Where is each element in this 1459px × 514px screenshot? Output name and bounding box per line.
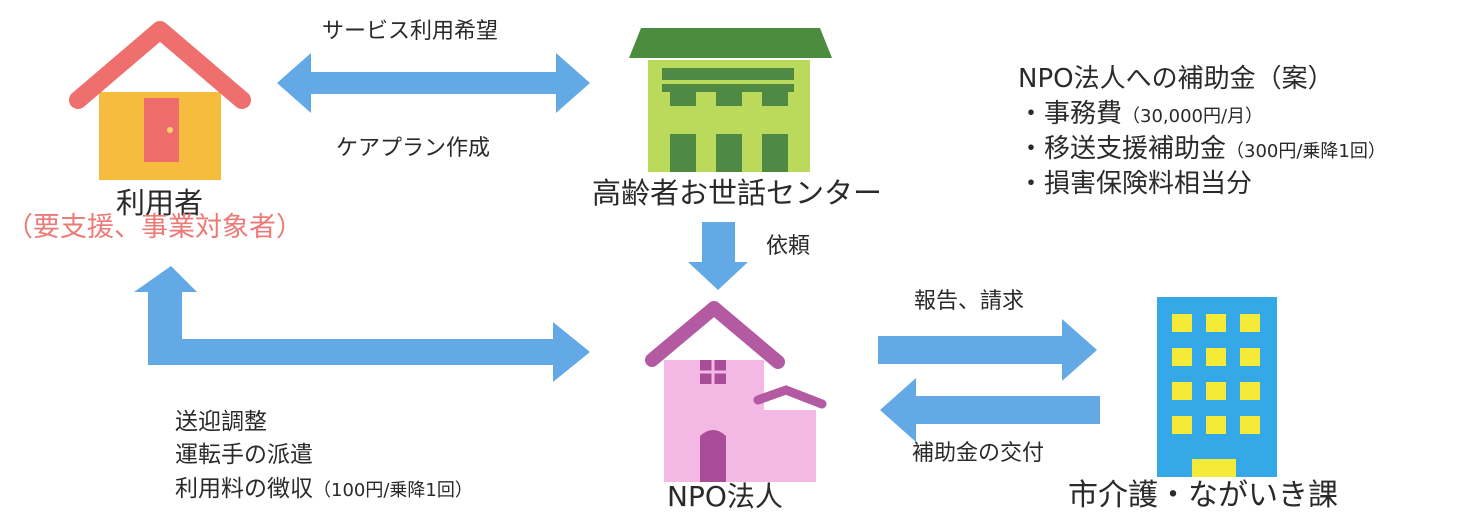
subsidy-item-note: （30,000円/月） — [1122, 106, 1264, 128]
office-window — [1240, 416, 1260, 434]
office-window — [1172, 382, 1192, 400]
edge-label-report-claim: 報告、請求 — [914, 289, 1025, 314]
npo-service-item: 送迎調整 — [175, 409, 267, 435]
npo-services-list: 送迎調整 運転手の派遣 利用料の徴収（100円/乗降1回） — [175, 406, 473, 506]
subsidy-item: ・損害保険料相当分 — [1018, 167, 1386, 202]
npo-label: NPO法人 — [667, 480, 783, 513]
city-office-building-icon — [1157, 297, 1277, 477]
subsidy-item: ・事務費（30,000円/月） — [1018, 97, 1386, 132]
arrow-center-npo — [688, 222, 748, 290]
subsidy-title: NPO法人への補助金（案） — [1018, 64, 1334, 94]
subsidy-item-text: ・事務費 — [1018, 99, 1123, 130]
city-label: 市介護・ながいき課 — [1068, 478, 1338, 513]
office-window — [1206, 382, 1226, 400]
user-label: 利用者 — [116, 186, 204, 220]
subsidy-item-text: ・損害保険料相当分 — [1018, 169, 1253, 200]
npo-service-text: 利用料の徴収 — [175, 475, 313, 502]
npo-service-item: 運転手の派遣 — [175, 442, 313, 469]
edge-label-request: 依頼 — [766, 234, 811, 259]
office-window — [1172, 314, 1192, 332]
office-window — [1206, 416, 1226, 434]
user-sublabel: （要支援、事業対象者） — [6, 212, 303, 243]
office-window — [1206, 314, 1226, 332]
arrow-city-npo — [880, 378, 1100, 442]
center-building-icon — [629, 28, 832, 172]
arrow-npo-city — [878, 319, 1097, 381]
office-window — [1172, 348, 1192, 366]
npo-service-note: （100円/乗降1回） — [313, 479, 473, 501]
center-label: 高齢者お世話センター — [592, 176, 883, 210]
subsidy-item-text: ・移送支援補助金 — [1018, 134, 1227, 165]
arrow-user-npo — [134, 266, 590, 382]
arrow-user-center — [277, 53, 590, 113]
subsidy-item-note: （300円/乗降1回） — [1226, 141, 1386, 163]
subsidy-note: NPO法人への補助金（案） ・事務費（30,000円/月） ・移送支援補助金（3… — [1018, 62, 1386, 202]
office-window — [1240, 348, 1260, 366]
office-window — [1206, 348, 1226, 366]
office-window — [1172, 416, 1192, 434]
npo-house-icon — [645, 301, 827, 482]
user-house-icon — [69, 21, 251, 180]
edge-label-subsidy-grant: 補助金の交付 — [912, 441, 1045, 466]
npo-service-item: 利用料の徴収（100円/乗降1回） — [175, 473, 473, 506]
edge-label-care-plan: ケアプラン作成 — [336, 136, 491, 161]
edge-label-service-request: サービス利用希望 — [322, 19, 499, 44]
office-window — [1240, 382, 1260, 400]
subsidy-item: ・移送支援補助金（300円/乗降1回） — [1018, 132, 1386, 167]
office-window — [1240, 314, 1260, 332]
